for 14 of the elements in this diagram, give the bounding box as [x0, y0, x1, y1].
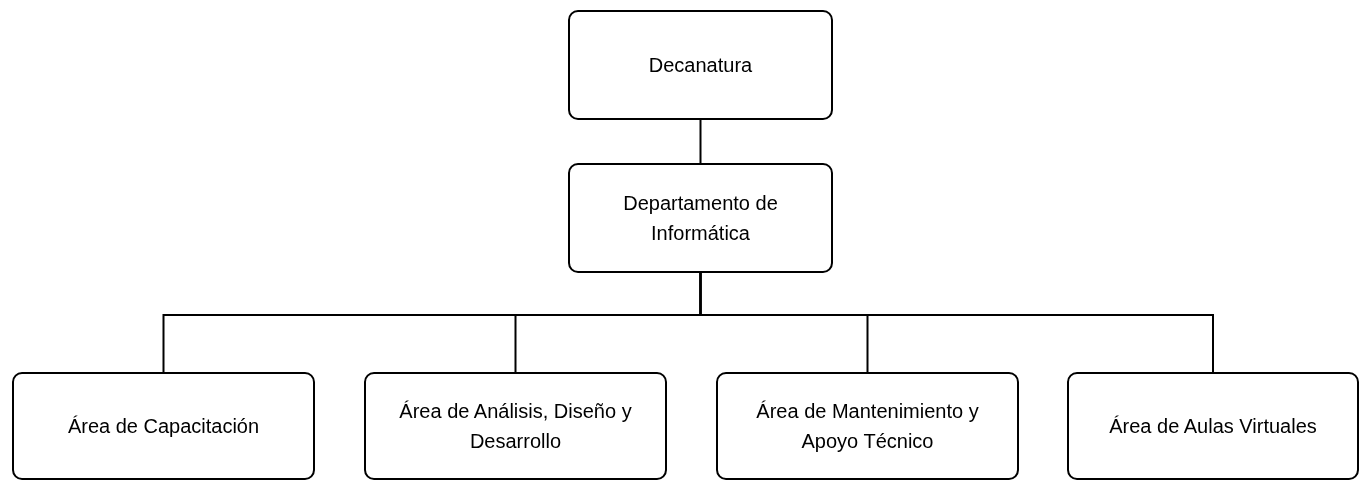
connector-line: [699, 119, 702, 164]
box-label: Área de Capacitación: [67, 414, 260, 439]
box-label: Departamento de Informática: [622, 191, 779, 246]
connector-line: [699, 272, 1214, 373]
org-box: [568, 163, 833, 273]
box-label: Área de Mantenimiento y Apoyo Técnico: [755, 399, 980, 454]
org-box: [568, 10, 833, 120]
box-label: Área de Análisis, Diseño y Desarrollo: [398, 399, 633, 454]
box-label: Área de Aulas Virtuales: [1109, 414, 1317, 439]
org-box: [716, 372, 1019, 480]
box-label: Decanatura: [648, 53, 753, 78]
org-box: [364, 372, 667, 480]
org-box: [1067, 372, 1359, 480]
org-box: [12, 372, 315, 480]
